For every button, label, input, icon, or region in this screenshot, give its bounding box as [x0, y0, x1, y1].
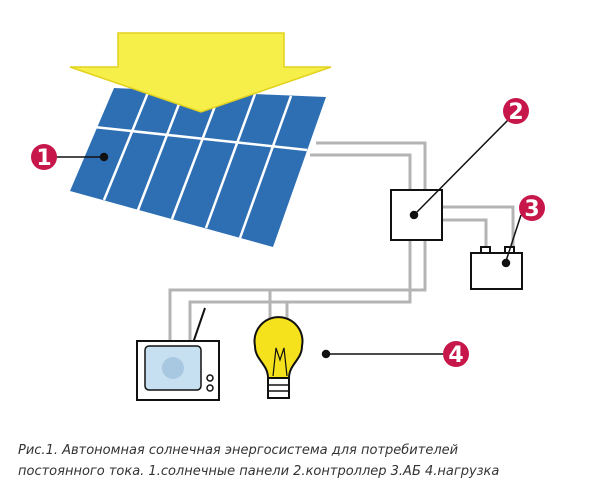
wires	[168, 141, 515, 343]
wire-controller-load-b	[188, 240, 412, 343]
wire-panel-controller-a	[316, 141, 427, 190]
svg-text:3: 3	[524, 197, 539, 222]
solar-system-diagram: 1 2 3 4	[31, 32, 545, 401]
callout-3: 3	[519, 195, 545, 222]
caption-line-2: постоянного тока. 1.солнечные панели 2.к…	[18, 464, 500, 479]
figure-caption: Рис.1. Автономная солнечная энергосистем…	[18, 440, 588, 482]
svg-text:4: 4	[448, 343, 463, 368]
svg-text:1: 1	[36, 146, 51, 171]
callout-1: 1	[31, 144, 57, 171]
solar-panel-grid	[93, 89, 308, 239]
wire-panel-controller-b	[310, 153, 412, 190]
solar-panel-body	[70, 88, 326, 247]
tv-icon	[136, 307, 220, 401]
sun-arrow	[69, 32, 332, 113]
solar-panel	[70, 88, 326, 247]
battery-icon	[470, 246, 523, 290]
wire-controller-battery-b	[442, 218, 488, 249]
caption-line-1: Рис.1. Автономная солнечная энергосистем…	[18, 443, 459, 458]
wire-controller-load-a	[168, 240, 427, 343]
light-bulb-icon	[253, 316, 304, 399]
svg-text:2: 2	[508, 100, 523, 125]
callout-4: 4	[443, 341, 469, 368]
wire-controller-battery-a	[442, 205, 515, 249]
callout-2: 2	[503, 98, 529, 125]
leader-lines	[55, 118, 522, 359]
